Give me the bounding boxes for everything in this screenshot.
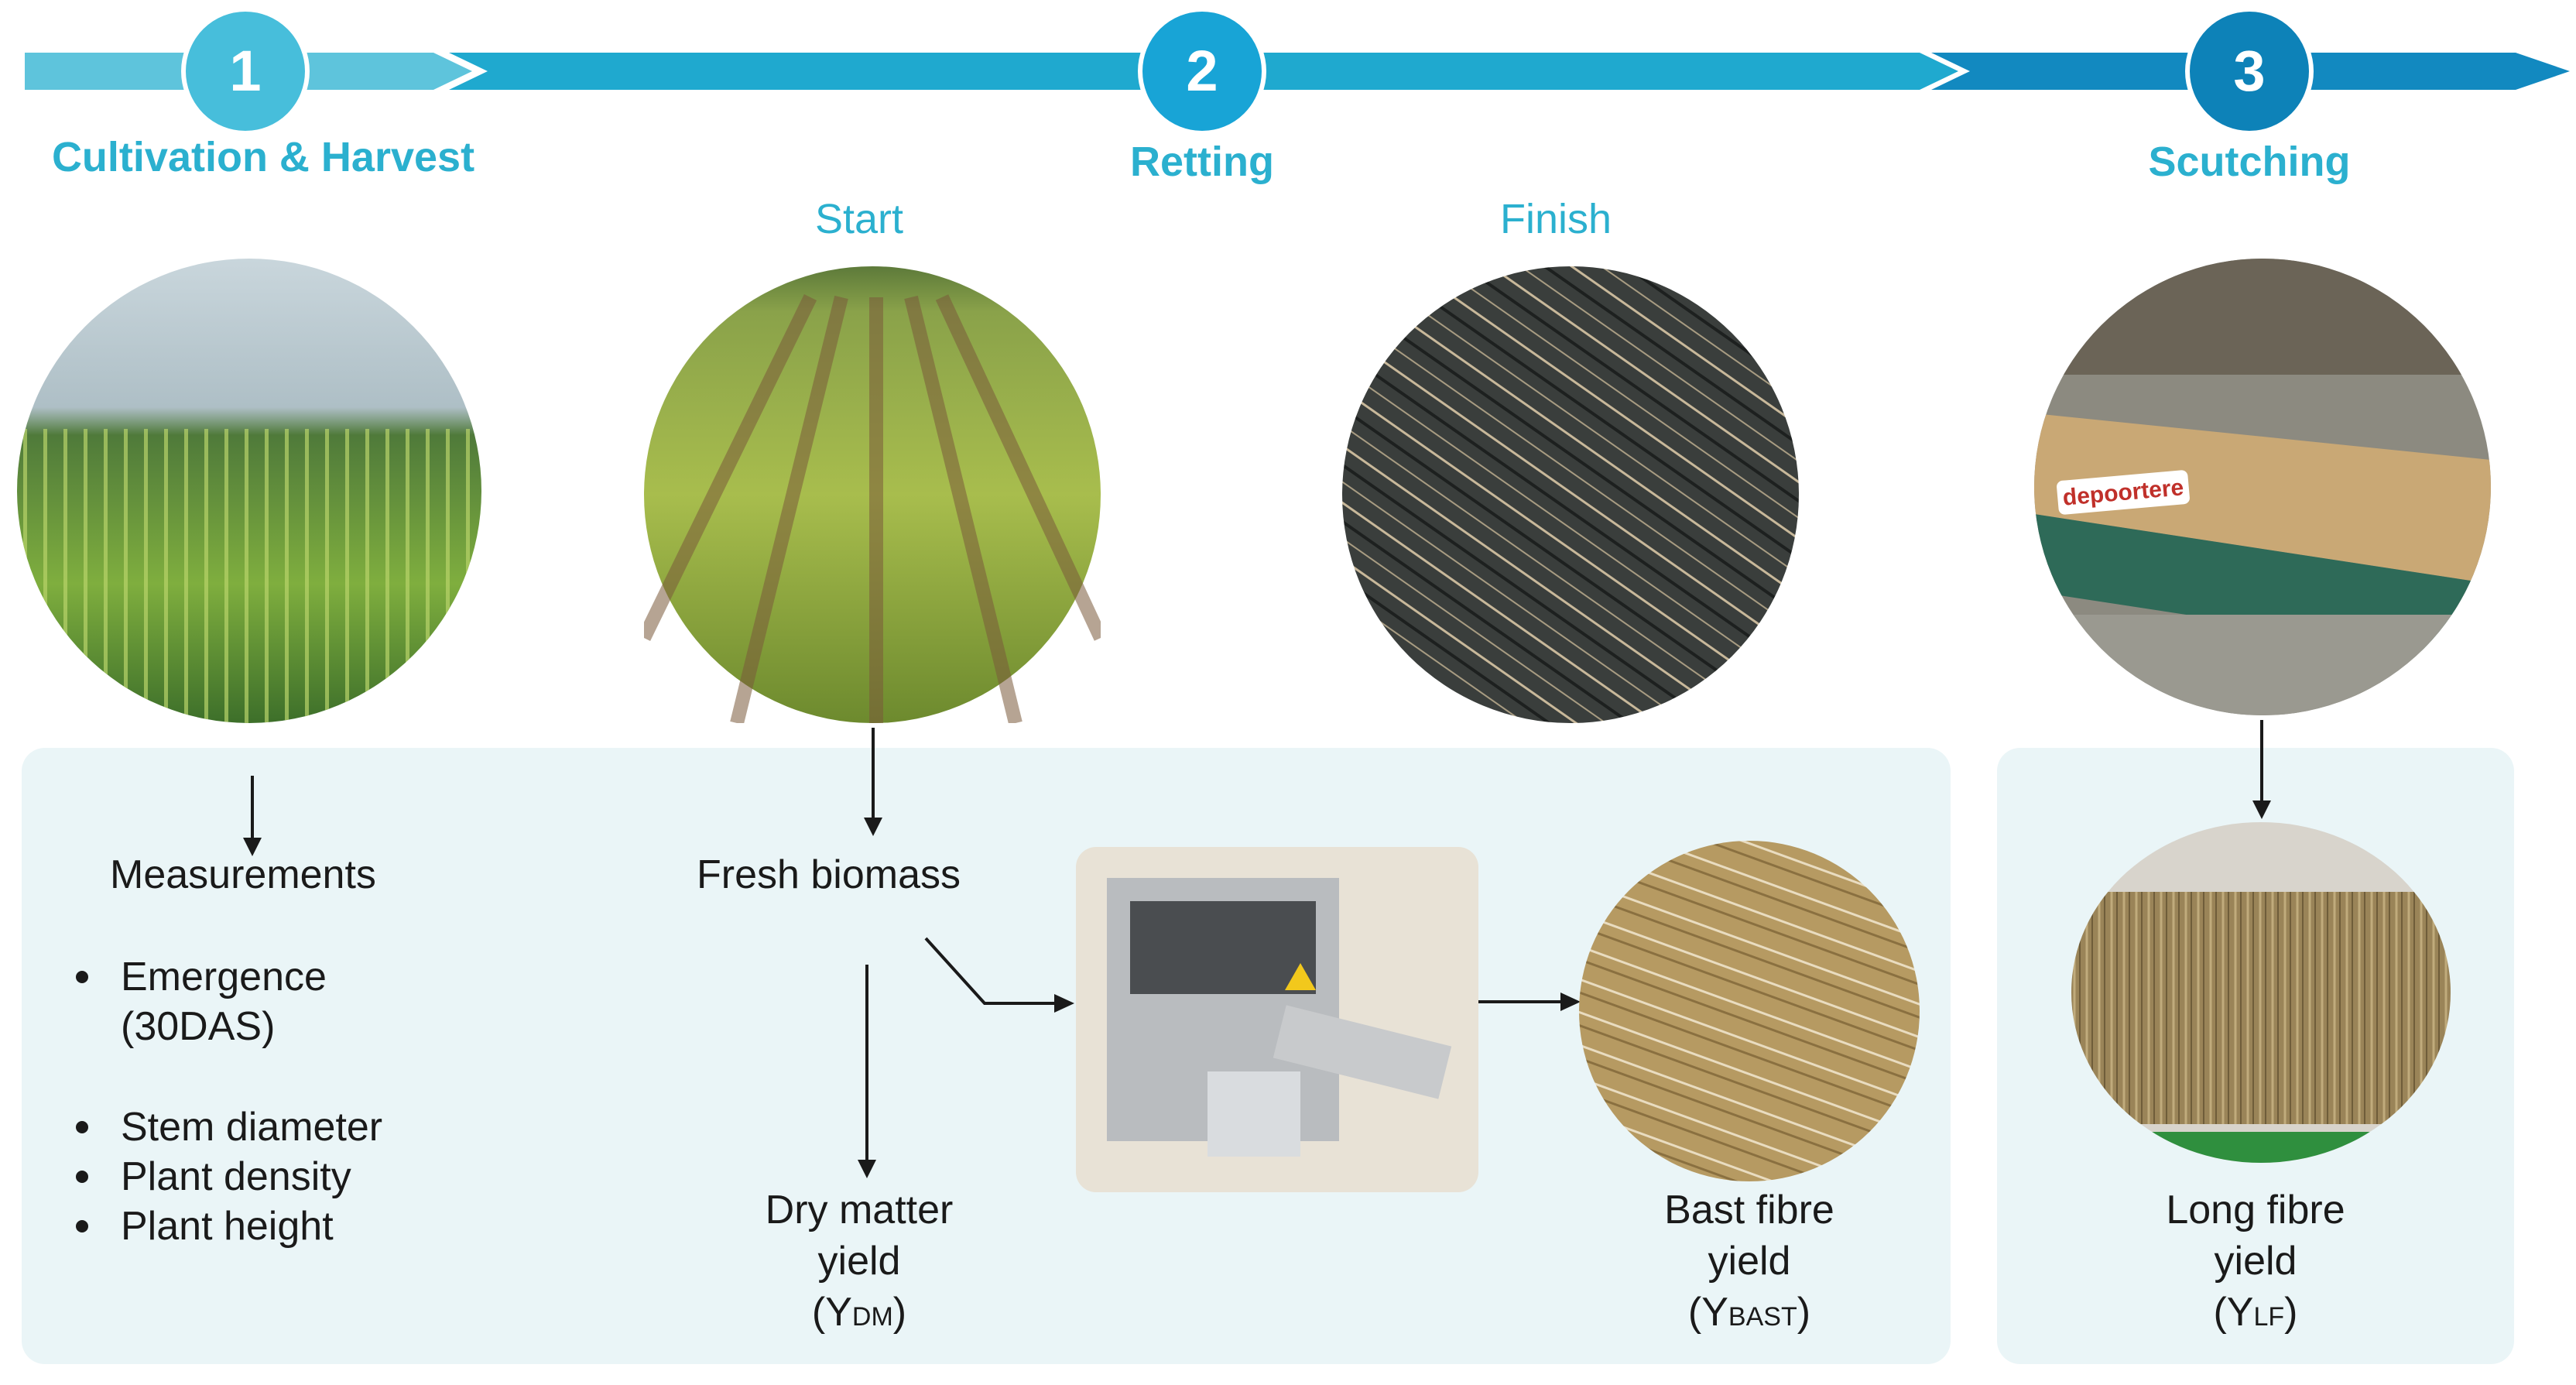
step-3-label: Scutching: [2148, 139, 2351, 185]
hemp-field-photo: [17, 259, 481, 723]
bast-fibre-symbol: (YBAST): [1687, 1290, 1811, 1335]
bast-fibre-line2: yield: [1708, 1239, 1791, 1284]
measurement-emergence: Emergence: [65, 952, 327, 1002]
measurement-emergence-timing: (30DAS): [121, 1004, 276, 1049]
long-fibre-symbol: (YLF): [2213, 1290, 2298, 1335]
step-3-number: 3: [2233, 39, 2266, 103]
measurement-list-2: Stem diameter Plant density Plant height: [65, 1102, 382, 1251]
retting-finish-label: Finish: [1499, 196, 1612, 242]
bast-fibre-photo: [1579, 841, 1920, 1181]
retting-start-field-photo: [644, 266, 1101, 723]
long-fibre-label: Long fibre yield (YLF): [2078, 1184, 2434, 1342]
fresh-biomass-label: Fresh biomass: [697, 852, 961, 897]
arrow-down-measurements: [243, 776, 262, 856]
arrow-biomass-to-decorticator: [924, 937, 1057, 1005]
step-1-number: 1: [229, 39, 262, 103]
step-2-number: 2: [1186, 39, 1218, 103]
bast-fibre-label: Bast fibre yield (YBAST): [1571, 1184, 1927, 1342]
measurements-title: Measurements: [110, 852, 376, 897]
measurement-plant-density: Plant density: [65, 1152, 382, 1202]
lab-decorticator-photo: [1076, 847, 1478, 1192]
process-timeline: [25, 7, 2570, 135]
step-1-label: Cultivation & Harvest: [51, 134, 475, 180]
step-3-circle: [2185, 7, 2314, 135]
step-2-label: Retting: [1130, 139, 1274, 185]
long-fibre-line2: yield: [2214, 1239, 2297, 1284]
step-1-circle: [181, 7, 310, 135]
retted-stems-photo: [1342, 266, 1799, 723]
measurement-plant-height: Plant height: [65, 1202, 382, 1251]
long-fibre-line1: Long fibre: [2166, 1188, 2345, 1232]
dry-matter-label: Dry matter yield (YDM): [681, 1184, 1037, 1342]
retting-start-label: Start: [814, 196, 904, 242]
dry-matter-line2: yield: [817, 1239, 901, 1284]
step-2-circle: [1138, 7, 1266, 135]
long-fibre-photo: [2071, 822, 2451, 1163]
measurement-list: Emergence: [65, 952, 327, 1002]
dry-matter-line1: Dry matter: [765, 1188, 954, 1232]
scutching-line-photo: depoortere: [2034, 259, 2491, 715]
bast-fibre-line1: Bast fibre: [1664, 1188, 1834, 1232]
dry-matter-symbol: (YDM): [811, 1290, 907, 1335]
measurement-stem-diameter: Stem diameter: [65, 1102, 382, 1152]
